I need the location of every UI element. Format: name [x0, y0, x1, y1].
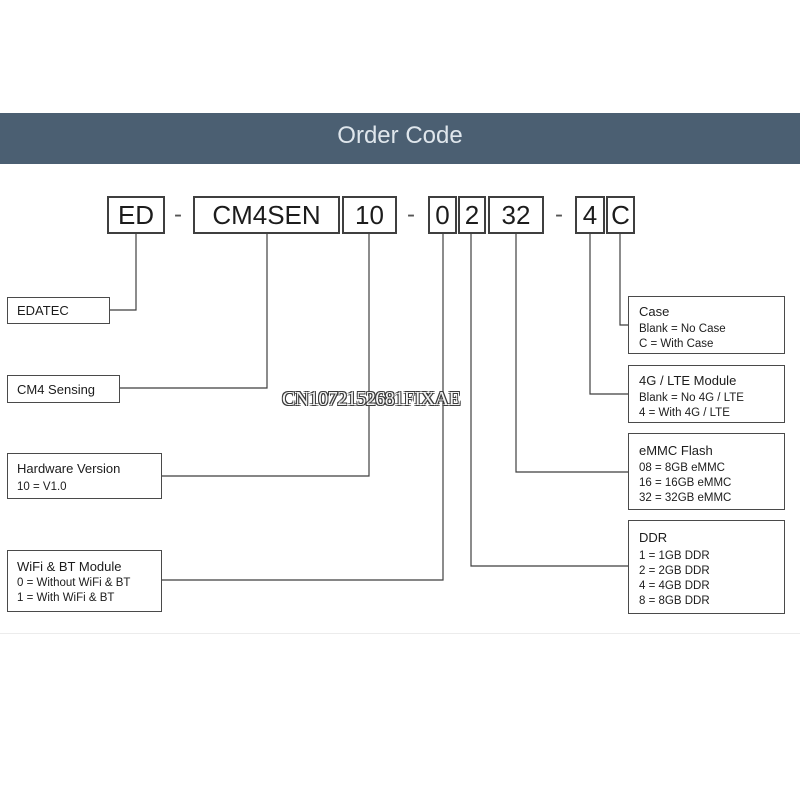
connector-cm4-sensing — [120, 234, 268, 389]
box-cm4-sensing: CM4 Sensing — [7, 375, 120, 403]
code-segment-emmc: 32 — [488, 196, 544, 234]
box-wifi-bt: WiFi & BT Module 0 = Without WiFi & BT 1… — [7, 550, 162, 612]
box-ddr-line: 2 = 2GB DDR — [639, 565, 710, 577]
box-wifi-bt-line: 0 = Without WiFi & BT — [17, 577, 131, 589]
connector-wifi — [162, 234, 444, 581]
connector-lte — [589, 234, 628, 395]
code-segment-prefix: ED — [107, 196, 165, 234]
box-emmc-line: 08 = 8GB eMMC — [639, 462, 725, 474]
box-edatec: EDATEC — [7, 297, 110, 324]
header-banner: Order Code — [0, 113, 800, 164]
box-lte-line: 4 = With 4G / LTE — [639, 407, 730, 419]
box-case-title: Case — [639, 304, 670, 319]
box-ddr-title: DDR — [639, 530, 668, 545]
page-title: Order Code — [337, 122, 463, 149]
box-hardware-version: Hardware Version 10 = V1.0 — [7, 453, 162, 499]
watermark-text: CN1072152681FIXAE — [282, 388, 461, 410]
connector-ddr — [470, 234, 628, 567]
box-hardware-version-title: Hardware Version — [17, 461, 121, 476]
code-segment-wifi: 0 — [428, 196, 457, 234]
box-ddr-line: 1 = 1GB DDR — [639, 550, 710, 562]
box-lte-title: 4G / LTE Module — [639, 373, 737, 388]
box-edatec-title: EDATEC — [17, 303, 69, 318]
code-separator-1: - — [174, 201, 182, 228]
box-lte-line: Blank = No 4G / LTE — [639, 392, 744, 404]
box-ddr-line: 8 = 8GB DDR — [639, 595, 710, 607]
connector-hardware — [162, 234, 370, 477]
code-separator-2: - — [407, 201, 415, 228]
code-separator-3: - — [555, 201, 563, 228]
box-case-line: Blank = No Case — [639, 323, 726, 335]
box-emmc-line: 32 = 32GB eMMC — [639, 492, 732, 504]
connector-edatec — [110, 234, 137, 311]
box-ddr-line: 4 = 4GB DDR — [639, 580, 710, 592]
box-emmc-line: 16 = 16GB eMMC — [639, 477, 732, 489]
connector-case — [619, 234, 628, 326]
box-emmc: eMMC Flash 08 = 8GB eMMC 16 = 16GB eMMC … — [628, 433, 785, 510]
box-case-line: C = With Case — [639, 338, 714, 350]
box-lte: 4G / LTE Module Blank = No 4G / LTE 4 = … — [628, 365, 785, 423]
box-emmc-title: eMMC Flash — [639, 443, 713, 458]
connector-emmc — [515, 234, 628, 473]
code-segment-hardware: 10 — [342, 196, 397, 234]
box-wifi-bt-line: 1 = With WiFi & BT — [17, 592, 115, 604]
box-wifi-bt-title: WiFi & BT Module — [17, 559, 122, 574]
box-hardware-version-line: 10 = V1.0 — [17, 481, 67, 493]
code-segment-ddr: 2 — [458, 196, 486, 234]
box-ddr: DDR 1 = 1GB DDR 2 = 2GB DDR 4 = 4GB DDR … — [628, 520, 785, 614]
code-segment-case: C — [606, 196, 635, 234]
bottom-divider — [0, 633, 800, 634]
code-segment-model: CM4SEN — [193, 196, 340, 234]
box-case: Case Blank = No Case C = With Case — [628, 296, 785, 354]
box-cm4-sensing-title: CM4 Sensing — [17, 382, 96, 397]
code-segment-lte: 4 — [575, 196, 605, 234]
